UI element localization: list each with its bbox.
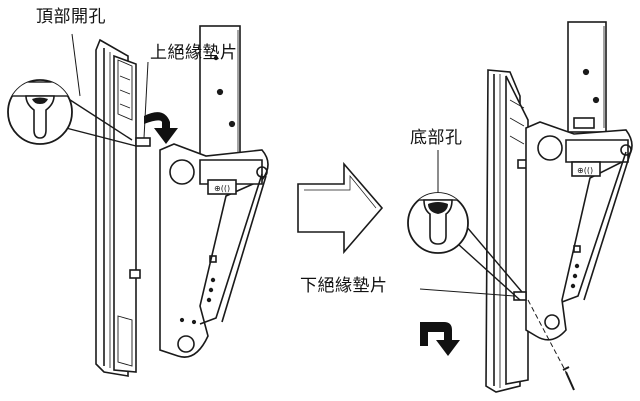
leader-upper-pad (143, 61, 149, 139)
leader-top-opening (71, 33, 81, 97)
svg-text:⊕((): ⊕(() (577, 166, 593, 175)
bottom-hole-icon (408, 193, 468, 245)
lower-insulation-pad-label: 下絕緣墊片 (300, 276, 388, 296)
rotation-arrow-icon (420, 322, 460, 356)
upper-insulation-pad-label: 上絕緣墊片 (150, 43, 238, 63)
panel-right (485, 69, 529, 393)
mounting-arm-right: ⊕(() (525, 121, 633, 341)
bottom-hole-label: 底部孔 (410, 128, 463, 148)
upper-insulation-pad-left (135, 137, 151, 147)
right-assembly: ⊕(() (485, 21, 633, 393)
leader-lower-pad (419, 288, 515, 297)
left-assembly: ⊕(() (95, 25, 269, 377)
keyhole-icon (8, 81, 72, 139)
screw-guide-line (527, 299, 567, 373)
wall-rail-right (567, 21, 607, 133)
wall-rail-left (199, 25, 241, 173)
screw-icon (562, 366, 575, 391)
mounting-arm-left: ⊕(() (159, 143, 269, 358)
transition-arrow-icon (297, 161, 384, 255)
svg-text:⊕((): ⊕(() (214, 184, 230, 193)
magnifier-lens-right (407, 192, 523, 301)
panel-left (95, 38, 141, 377)
magnifier-lens-left (7, 79, 137, 147)
top-opening-label: 頂部開孔 (36, 7, 106, 27)
down-curved-arrow-icon (144, 112, 178, 144)
